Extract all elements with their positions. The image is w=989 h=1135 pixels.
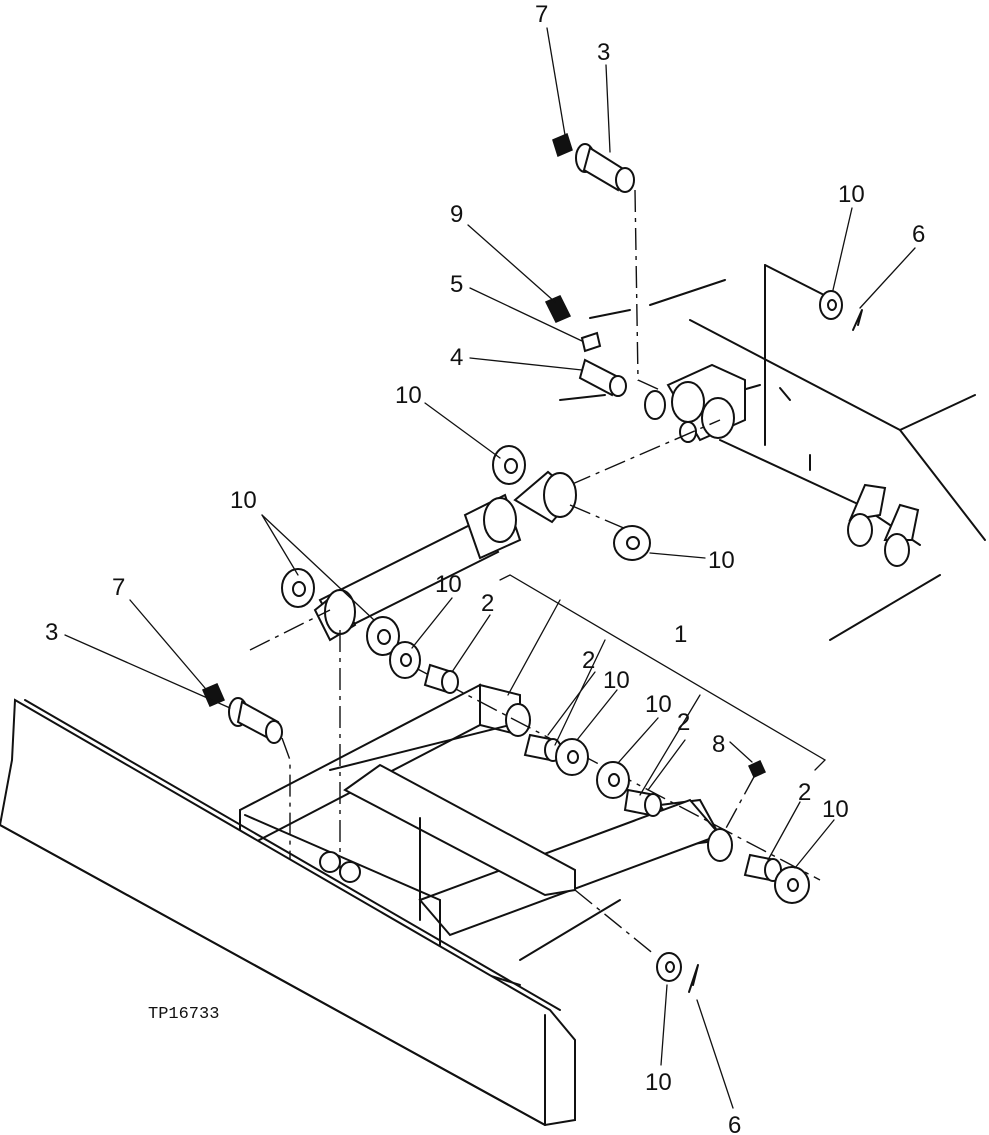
callout-labels: 7 3 9 5 4 10 6 10 10 10 10 2 7 3 1 2 10 …: [45, 1, 925, 1135]
pin-3-top: [575, 143, 635, 193]
callout-6-top: 6: [912, 221, 925, 248]
callout-10-a: 10: [435, 571, 462, 598]
callout-7-left: 7: [112, 574, 125, 601]
bushing-2-c: [623, 788, 662, 817]
washer-10-a: [389, 641, 421, 679]
pin-4: [578, 358, 627, 397]
callout-10-cyl-right: 10: [708, 547, 735, 574]
callout-7-top: 7: [535, 1, 548, 28]
grease-fitting-9: [544, 295, 572, 323]
bushing-2-a: [423, 663, 459, 694]
washer-10-top-right: [819, 290, 843, 320]
frame-bracket-left: [644, 363, 746, 443]
callout-3-top: 3: [597, 39, 610, 66]
leader-lines: [64, 27, 916, 1109]
washer-10-bottom: [656, 952, 682, 982]
washer-10-c: [596, 761, 630, 799]
frame-bracket-right: [847, 483, 920, 567]
washer-10-cyl-rod-right: [613, 525, 651, 561]
dozer-blade: [0, 698, 576, 1127]
tractor-frame: [559, 264, 986, 641]
callout-2-c: 2: [677, 709, 690, 736]
callout-10-top-right: 10: [838, 181, 865, 208]
lock-plate-5: [580, 331, 602, 353]
callout-10-bottom: 10: [645, 1069, 672, 1096]
cotter-pin-6-bottom: [688, 964, 699, 993]
lift-cylinder: [249, 419, 721, 651]
callout-2-b: 2: [582, 647, 595, 674]
figure-code: TP16733: [148, 1005, 219, 1024]
grease-fitting-7-top: [552, 132, 573, 158]
cotter-pin-6-top: [852, 309, 863, 331]
frame-callout-bracket: [499, 574, 827, 796]
callout-10-d: 10: [822, 796, 849, 823]
grease-fitting-8: [724, 760, 766, 831]
callout-10-c: 10: [645, 691, 672, 718]
washer-10-d: [774, 866, 810, 904]
callout-8: 8: [712, 731, 725, 758]
callout-2-d: 2: [798, 779, 811, 806]
washer-10-cyl-rod: [492, 445, 526, 485]
callout-10-b: 10: [603, 667, 630, 694]
callout-1: 1: [674, 621, 687, 648]
washer-10-cyl-base-left: [281, 568, 315, 608]
callout-10-cyl-base: 10: [230, 487, 257, 514]
callout-2-a: 2: [481, 590, 494, 617]
callout-6-bottom: 6: [728, 1112, 741, 1135]
callout-4: 4: [450, 344, 463, 371]
grease-fitting-7-left: [202, 683, 225, 707]
callout-10-cyl-rod: 10: [395, 382, 422, 409]
callout-3-left: 3: [45, 619, 58, 646]
callout-5: 5: [450, 271, 463, 298]
washer-10-cyl-base-right: [366, 616, 400, 656]
washer-10-b: [555, 738, 589, 776]
callout-9: 9: [450, 201, 463, 228]
pin-3-left: [228, 697, 283, 744]
